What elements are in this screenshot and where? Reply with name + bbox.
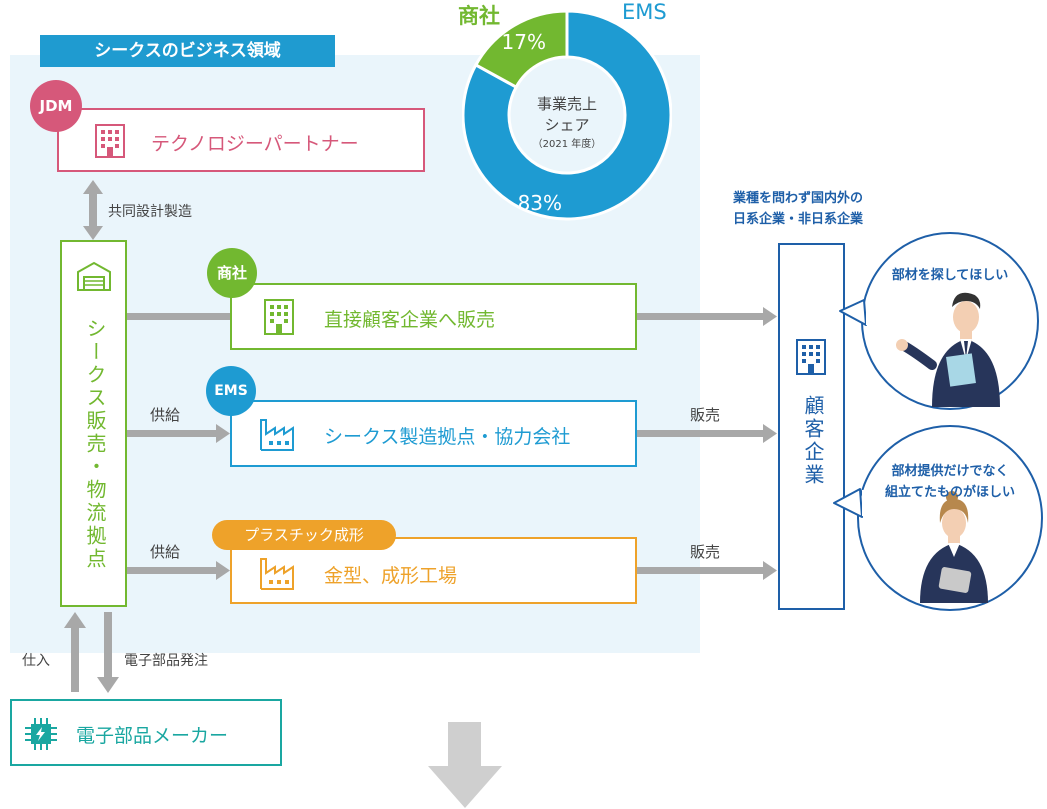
plastics-badge: プラスチック成形 xyxy=(212,520,396,550)
customer-note-line1: 業種を問わず国内外の xyxy=(733,191,864,206)
pie-label-trading: 17% xyxy=(502,30,546,54)
jdm-label: テクノロジーパートナー xyxy=(151,133,359,155)
pie-slice-ems xyxy=(462,9,672,221)
factory-icon xyxy=(260,558,294,590)
factory-icon xyxy=(260,419,294,451)
supply-label-plastics: 供給 xyxy=(150,543,181,561)
businesswoman-illustration xyxy=(920,491,988,603)
supply-arrow-ems xyxy=(127,424,230,443)
bubble1-text: 部材を探してほしい xyxy=(891,268,1009,283)
customer-label: 顧客企業 xyxy=(801,395,825,487)
sales-label-ems: 販売 xyxy=(690,406,721,424)
trading-label: 直接顧客企業へ販売 xyxy=(324,309,496,331)
trading-box: 直接顧客企業へ販売 xyxy=(230,283,637,350)
bottom-arrow xyxy=(428,722,502,808)
pie-label-ems: 83% xyxy=(518,191,562,215)
bubble2-line2: 組立てたものがほしい xyxy=(884,485,1015,500)
bubble2-line1: 部材提供だけでなく xyxy=(891,464,1009,479)
region-title: シークスのビジネス領域 xyxy=(40,35,335,67)
businessman-illustration xyxy=(896,292,1000,407)
jdm-box: テクノロジーパートナー xyxy=(57,108,425,172)
order-arrow xyxy=(97,612,119,693)
ems-badge: EMS xyxy=(206,366,256,416)
trading-connector xyxy=(127,313,230,320)
chart-center-line1: 事業売上 xyxy=(537,95,597,113)
sales-arrow-plastics xyxy=(637,561,777,580)
ems-box: シークス製造拠点・協力会社 xyxy=(230,400,637,467)
chart-center-line2: シェア xyxy=(544,116,589,134)
supply-arrow-plastics xyxy=(127,561,230,580)
purchase-label: 仕入 xyxy=(22,653,50,669)
order-label: 電子部品発注 xyxy=(124,653,208,669)
speech-bubbles xyxy=(833,232,1043,611)
maker-box: 電子部品メーカー xyxy=(10,699,282,766)
sales-arrow-ems xyxy=(637,424,777,443)
share-donut-chart: 83% 17% 事業売上 シェア （2021 年度） xyxy=(462,9,672,221)
logistics-label: シークス販売・物流拠点 xyxy=(83,318,107,571)
sales-arrow-trading xyxy=(637,307,777,326)
supply-label-ems: 供給 xyxy=(150,406,181,424)
joint-design-label: 共同設計製造 xyxy=(108,204,192,220)
customer-box: 顧客企業 xyxy=(778,243,845,610)
pie-legend-trading: 商社 xyxy=(458,4,500,28)
pie-legend-ems: EMS xyxy=(622,0,667,24)
pie-slice-trading xyxy=(473,9,569,90)
plastics-label: 金型、成形工場 xyxy=(324,565,458,587)
joint-design-arrow xyxy=(83,180,103,240)
purchase-arrow xyxy=(64,612,86,692)
ems-label: シークス製造拠点・協力会社 xyxy=(324,426,571,448)
jdm-badge: JDM xyxy=(30,80,82,132)
trading-badge: 商社 xyxy=(207,248,257,298)
logistics-box: シークス販売・物流拠点 xyxy=(60,240,127,607)
chip-icon xyxy=(25,718,57,750)
customer-note-line2: 日系企業・非日系企業 xyxy=(733,212,864,227)
building-icon xyxy=(95,124,125,158)
warehouse-icon xyxy=(77,261,111,291)
office-building-icon xyxy=(264,299,294,335)
sales-label-plastics: 販売 xyxy=(690,543,721,561)
office-building-icon xyxy=(796,339,826,375)
chart-subtitle: （2021 年度） xyxy=(533,137,602,150)
maker-label: 電子部品メーカー xyxy=(76,725,229,747)
